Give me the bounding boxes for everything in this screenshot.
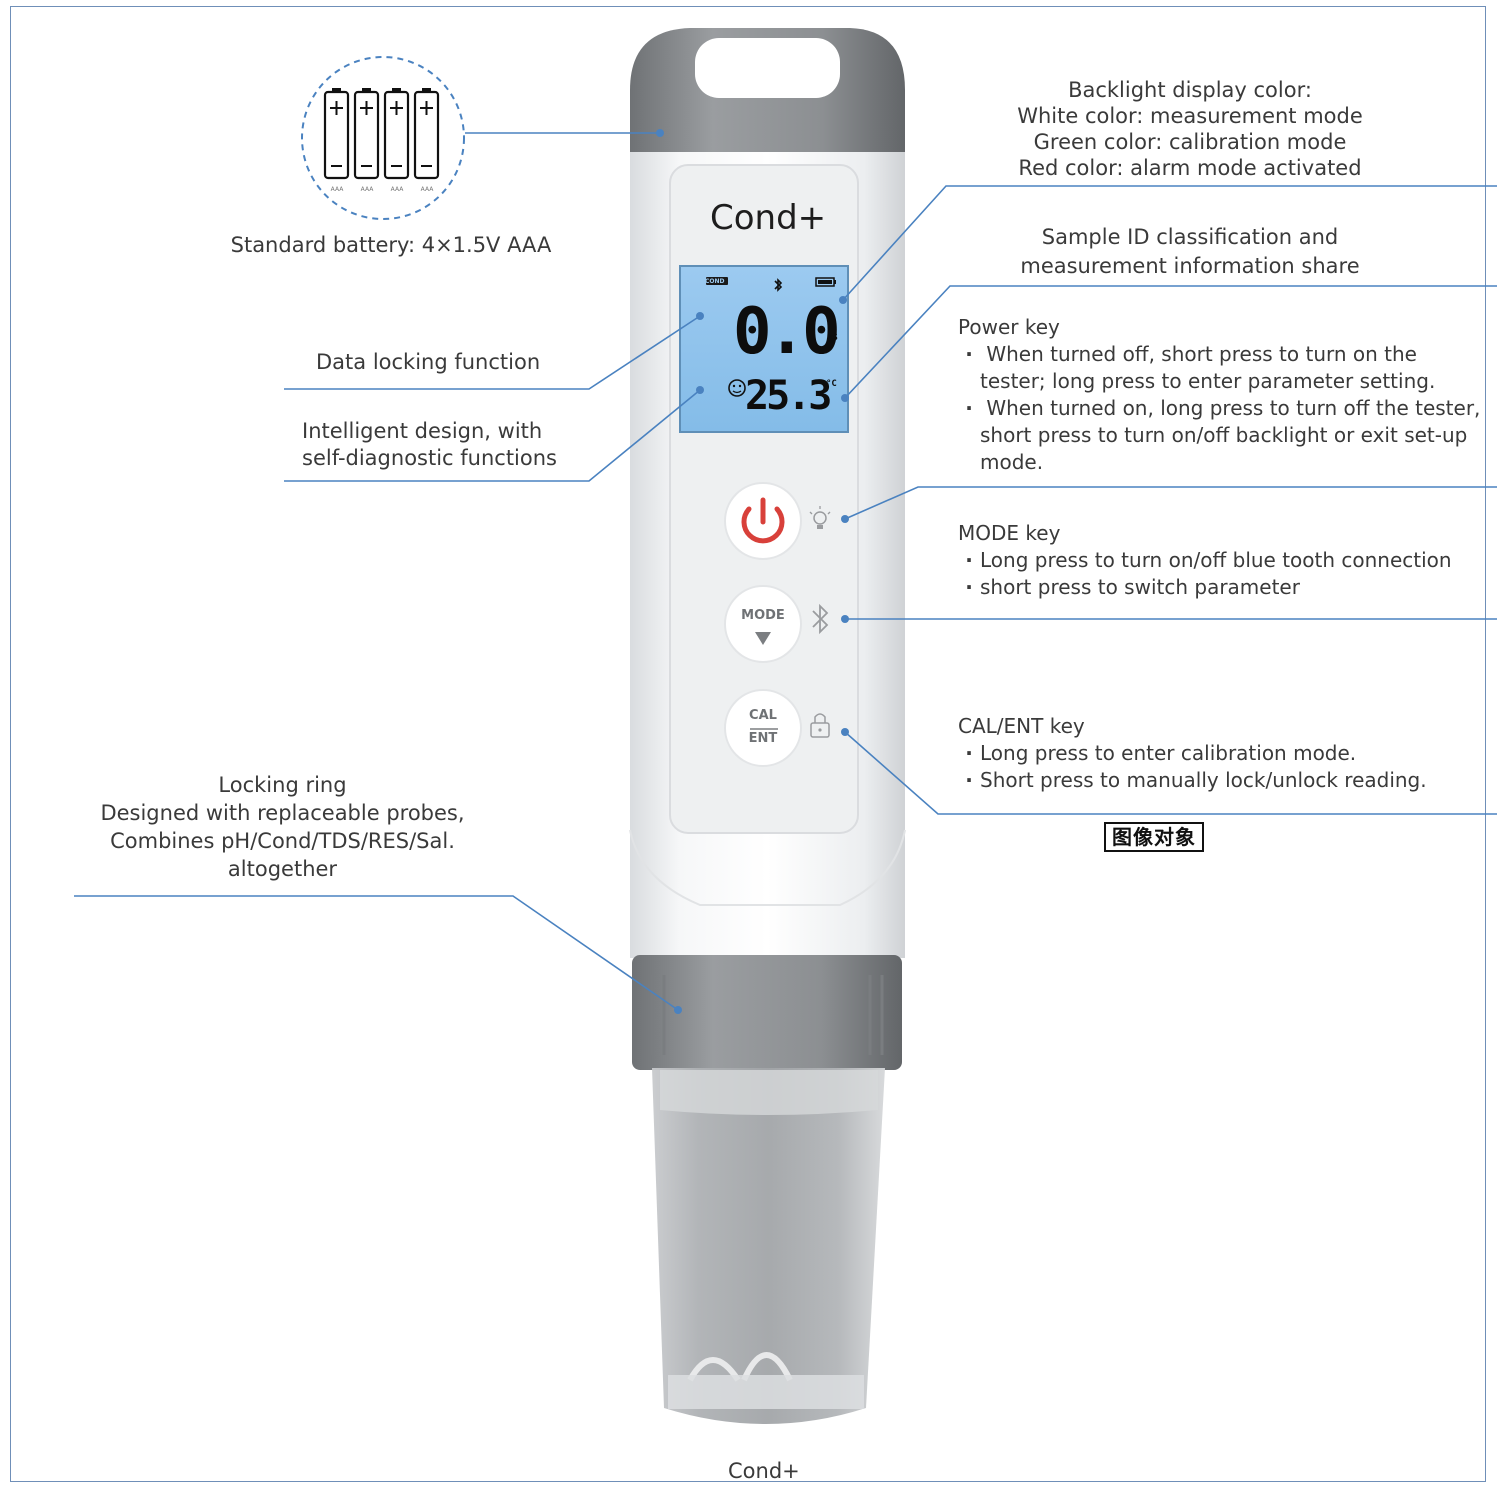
lcd-screen: [679, 265, 849, 433]
leader-cal: [844, 731, 1497, 815]
callout-line: tester; long press to enter parameter se…: [980, 369, 1436, 393]
callout-line: short press to turn on/off backlight or …: [980, 423, 1468, 447]
cal-ent-button[interactable]: [724, 689, 802, 767]
callout-line: Designed with replaceable probes,: [100, 801, 465, 825]
callout-cal-key: CAL/ENT key Long press to enter calibrat…: [958, 713, 1427, 794]
callout-bullet: short press to switch parameter: [958, 574, 1452, 601]
battery-size-label: AAA: [421, 186, 435, 193]
battery-size-label: AAA: [331, 186, 345, 193]
battery-icon: [353, 88, 380, 180]
leader-power: [844, 486, 1497, 520]
lcd-main-reading: 0.0: [733, 295, 841, 369]
leader-locking-ring: [74, 895, 679, 1011]
battery-icon: [323, 88, 350, 180]
backlight-bulb-icon: [809, 506, 831, 529]
battery-size-label: AAA: [391, 186, 405, 193]
callout-line: altogether: [227, 857, 338, 881]
ent-button-label: ENT: [748, 731, 778, 746]
callout-line: Sample ID classification and: [1041, 225, 1339, 249]
device-caption: Cond+: [728, 1459, 800, 1483]
callout-bullet: When turned on, long press to turn off t…: [958, 395, 1480, 476]
leader-lines: [74, 132, 1497, 1011]
mode-button-label: MODE: [741, 608, 785, 623]
callout-data-locking: Data locking function: [316, 350, 541, 374]
callout-title: Power key: [958, 315, 1060, 339]
lock-icon: [810, 713, 830, 738]
battery-size-label: AAA: [361, 186, 375, 193]
locking-ring: [632, 955, 902, 1070]
top-cap: [630, 28, 905, 155]
leader-dots: [656, 129, 849, 1014]
callout-line: Backlight display color:: [1068, 78, 1312, 102]
lcd-mode-tag: COND: [705, 278, 725, 285]
callout-line: Long press to turn on/off blue tooth con…: [980, 548, 1452, 572]
bluetooth-icon: [812, 603, 829, 635]
callout-mode-key: MODE key Long press to turn on/off blue …: [958, 520, 1452, 601]
leader-intelligent: [284, 389, 701, 482]
callout-locking-ring: Locking ring Designed with replaceable p…: [60, 771, 505, 883]
callout-line: Red color: alarm mode activated: [1018, 156, 1362, 180]
callout-line: short press to switch parameter: [980, 575, 1300, 599]
callout-line: measurement information share: [1020, 254, 1360, 278]
callout-line: Green color: calibration mode: [1033, 130, 1347, 154]
probe-cover: [652, 1068, 885, 1424]
battery-illustration: AAA AAA AAA AAA: [301, 56, 465, 220]
callout-line: mode.: [980, 450, 1044, 474]
callout-title: MODE key: [958, 521, 1061, 545]
callout-power-key: Power key When turned off, short press t…: [958, 314, 1480, 476]
callout-line: White color: measurement mode: [1017, 104, 1363, 128]
device-brand-label: Cond+: [710, 198, 827, 238]
callout-line: Long press to enter calibration mode.: [980, 741, 1357, 765]
image-object-stamp: 图像对象: [1104, 822, 1204, 852]
lcd-cond-tag: [706, 277, 728, 285]
power-button[interactable]: [724, 482, 802, 560]
callout-bullet: Long press to turn on/off blue tooth con…: [958, 547, 1452, 574]
lcd-battery-icon: [815, 277, 836, 287]
callout-battery: Standard battery: 4×1.5V AAA: [230, 233, 552, 257]
lcd-smiley-icon: [728, 379, 746, 397]
lcd-temp-unit: °C: [826, 379, 837, 389]
callout-line: Intelligent design, with: [302, 419, 543, 443]
hanging-loop: [695, 38, 840, 98]
power-icon: [741, 497, 785, 544]
lcd-temperature: 25.3: [745, 373, 832, 419]
figure-frame: [10, 6, 1486, 1482]
cal-button-label: CAL: [749, 708, 777, 723]
callout-line: Locking ring: [218, 773, 347, 797]
mode-button[interactable]: [724, 585, 802, 663]
leader-sample-id: [844, 285, 1497, 399]
callout-bullet: Short press to manually lock/unlock read…: [958, 767, 1427, 794]
callout-line: Short press to manually lock/unlock read…: [980, 768, 1427, 792]
callout-line: When turned on, long press to turn off t…: [986, 396, 1481, 420]
battery-icon: [413, 88, 440, 180]
down-triangle-icon: [755, 632, 771, 645]
lcd-bluetooth-icon: [774, 278, 783, 292]
battery-icon: [383, 88, 410, 180]
leader-backlight: [842, 185, 1497, 301]
lcd-main-unit: µS: [827, 333, 838, 343]
callout-sample-id: Sample ID classification and measurement…: [1010, 223, 1370, 281]
callout-intelligent: Intelligent design, with self-diagnostic…: [302, 418, 557, 472]
callout-line: When turned off, short press to turn on …: [986, 342, 1417, 366]
callout-line: Combines pH/Cond/TDS/RES/Sal.: [110, 829, 455, 853]
callout-bullet: Long press to enter calibration mode.: [958, 740, 1427, 767]
callout-bullet: When turned off, short press to turn on …: [958, 341, 1480, 395]
callout-backlight: Backlight display color: White color: me…: [1010, 77, 1370, 181]
callout-line: self-diagnostic functions: [302, 446, 557, 470]
callout-title: CAL/ENT key: [958, 714, 1085, 738]
leader-data-lock: [284, 315, 701, 390]
